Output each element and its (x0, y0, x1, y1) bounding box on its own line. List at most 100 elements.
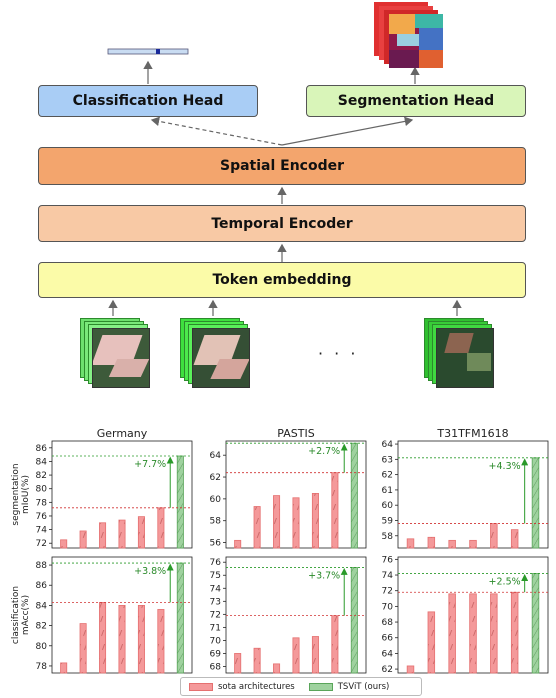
token-embedding: Token embedding (38, 262, 526, 298)
diagram-arrows (107, 48, 462, 316)
bar-sota (253, 647, 261, 674)
bar-sota (490, 593, 498, 674)
y-tick-label: 74 (382, 571, 394, 581)
spatial-encoder: Spatial Encoder (38, 147, 526, 185)
y-tick-label: 70 (382, 602, 394, 612)
bar-sota (448, 593, 456, 674)
y-tick-label: 60 (210, 495, 222, 505)
improvement-label: +2.7% (308, 446, 340, 457)
bar-sota (234, 539, 242, 549)
improvement-label: +4.3% (489, 461, 521, 472)
chart-legend: sota architectures TSViT (ours) (180, 677, 422, 696)
y-tick-label: 84 (36, 601, 48, 611)
y-tick-label: 80 (36, 642, 48, 652)
bar-sota (510, 529, 519, 549)
improvement-label: +3.7% (308, 570, 340, 581)
y-tick-label: 74 (36, 526, 48, 536)
bar-sota (99, 522, 107, 549)
bar-tsvit (176, 562, 184, 674)
y-tick-label: 88 (36, 561, 48, 571)
bar-sota (490, 523, 498, 549)
legend-swatch-tsvit (308, 682, 333, 691)
bar-sota (253, 506, 261, 549)
improvement-label: +7.7% (134, 459, 166, 470)
y-tick-label: 78 (36, 498, 48, 508)
bar-tsvit (531, 573, 540, 674)
y-tick-label: 69 (210, 649, 222, 659)
y-tick-label: 59 (382, 516, 394, 526)
bar-sota (427, 611, 436, 674)
bar-sota (292, 637, 300, 674)
bar-sota (60, 662, 68, 674)
bar-sota (137, 605, 145, 674)
y-tick-label: 72 (210, 610, 221, 620)
bar-sota (406, 665, 415, 674)
y-tick-label: 62 (382, 471, 393, 481)
chart-title: T31TFM1618 (436, 427, 508, 440)
bar-sota (469, 539, 477, 549)
bar-sota (469, 593, 477, 674)
bar-sota (273, 663, 281, 674)
bar-sota (60, 539, 68, 549)
input-image-stack-2 (180, 318, 252, 390)
bar-sota (118, 605, 126, 674)
chart-title: Germany (97, 427, 148, 440)
bar-sota (331, 472, 339, 549)
y-tick-label: 74 (210, 584, 222, 594)
bar-sota (79, 530, 87, 549)
bar-tsvit (531, 457, 540, 549)
y-tick-label: 63 (382, 455, 393, 465)
bar-sota (311, 636, 319, 674)
y-tick-label: 64 (382, 440, 394, 450)
bar-sota (406, 538, 415, 549)
legend-label-sota: sota architectures (218, 681, 295, 692)
bar-tsvit (176, 455, 184, 549)
bar-sota (79, 623, 87, 674)
y-axis-label: segmentation (11, 463, 21, 525)
y-tick-label: 76 (36, 512, 48, 522)
chart-frame (397, 440, 549, 549)
y-tick-label: 75 (210, 571, 221, 581)
y-axis-label: mIoU(%) (21, 475, 31, 514)
y-tick-label: 78 (36, 662, 48, 672)
bar-sota (234, 653, 242, 674)
y-tick-label: 82 (36, 471, 47, 481)
bar-sota (99, 601, 107, 674)
segmentation-head: Segmentation Head (306, 85, 526, 117)
bar-sota (157, 507, 165, 549)
bar-sota (118, 519, 126, 549)
y-tick-label: 76 (210, 558, 222, 568)
y-tick-label: 64 (382, 649, 394, 659)
bar-sota (427, 536, 436, 549)
y-tick-label: 71 (210, 623, 221, 633)
chart-title: PASTIS (277, 427, 314, 440)
y-tick-label: 76 (382, 555, 394, 565)
y-tick-label: 56 (210, 539, 222, 549)
ellipsis: · · · (318, 344, 359, 363)
bar-sota (331, 615, 339, 674)
y-tick-label: 68 (382, 618, 394, 628)
y-tick-label: 86 (36, 581, 48, 591)
legend-swatch-sota (189, 682, 213, 691)
bar-sota (292, 497, 300, 549)
y-tick-label: 70 (210, 636, 222, 646)
y-tick-label: 58 (210, 517, 222, 527)
y-tick-label: 86 (36, 444, 48, 454)
classification-head: Classification Head (38, 85, 258, 117)
bar-sota (448, 539, 456, 549)
y-tick-label: 73 (210, 597, 221, 607)
bar-sota (311, 493, 319, 549)
y-tick-label: 68 (210, 662, 222, 672)
y-tick-label: 62 (210, 473, 221, 483)
bar-tsvit (350, 567, 358, 674)
bar-tsvit (350, 442, 358, 549)
improvement-label: +2.5% (489, 576, 521, 587)
y-tick-label: 61 (382, 486, 393, 496)
bar-sota (157, 609, 165, 674)
y-tick-label: 64 (210, 451, 222, 461)
input-image-stack-n (424, 318, 496, 390)
y-tick-label: 60 (382, 501, 394, 511)
input-image-stack-1 (80, 318, 152, 390)
y-tick-label: 72 (36, 539, 47, 549)
